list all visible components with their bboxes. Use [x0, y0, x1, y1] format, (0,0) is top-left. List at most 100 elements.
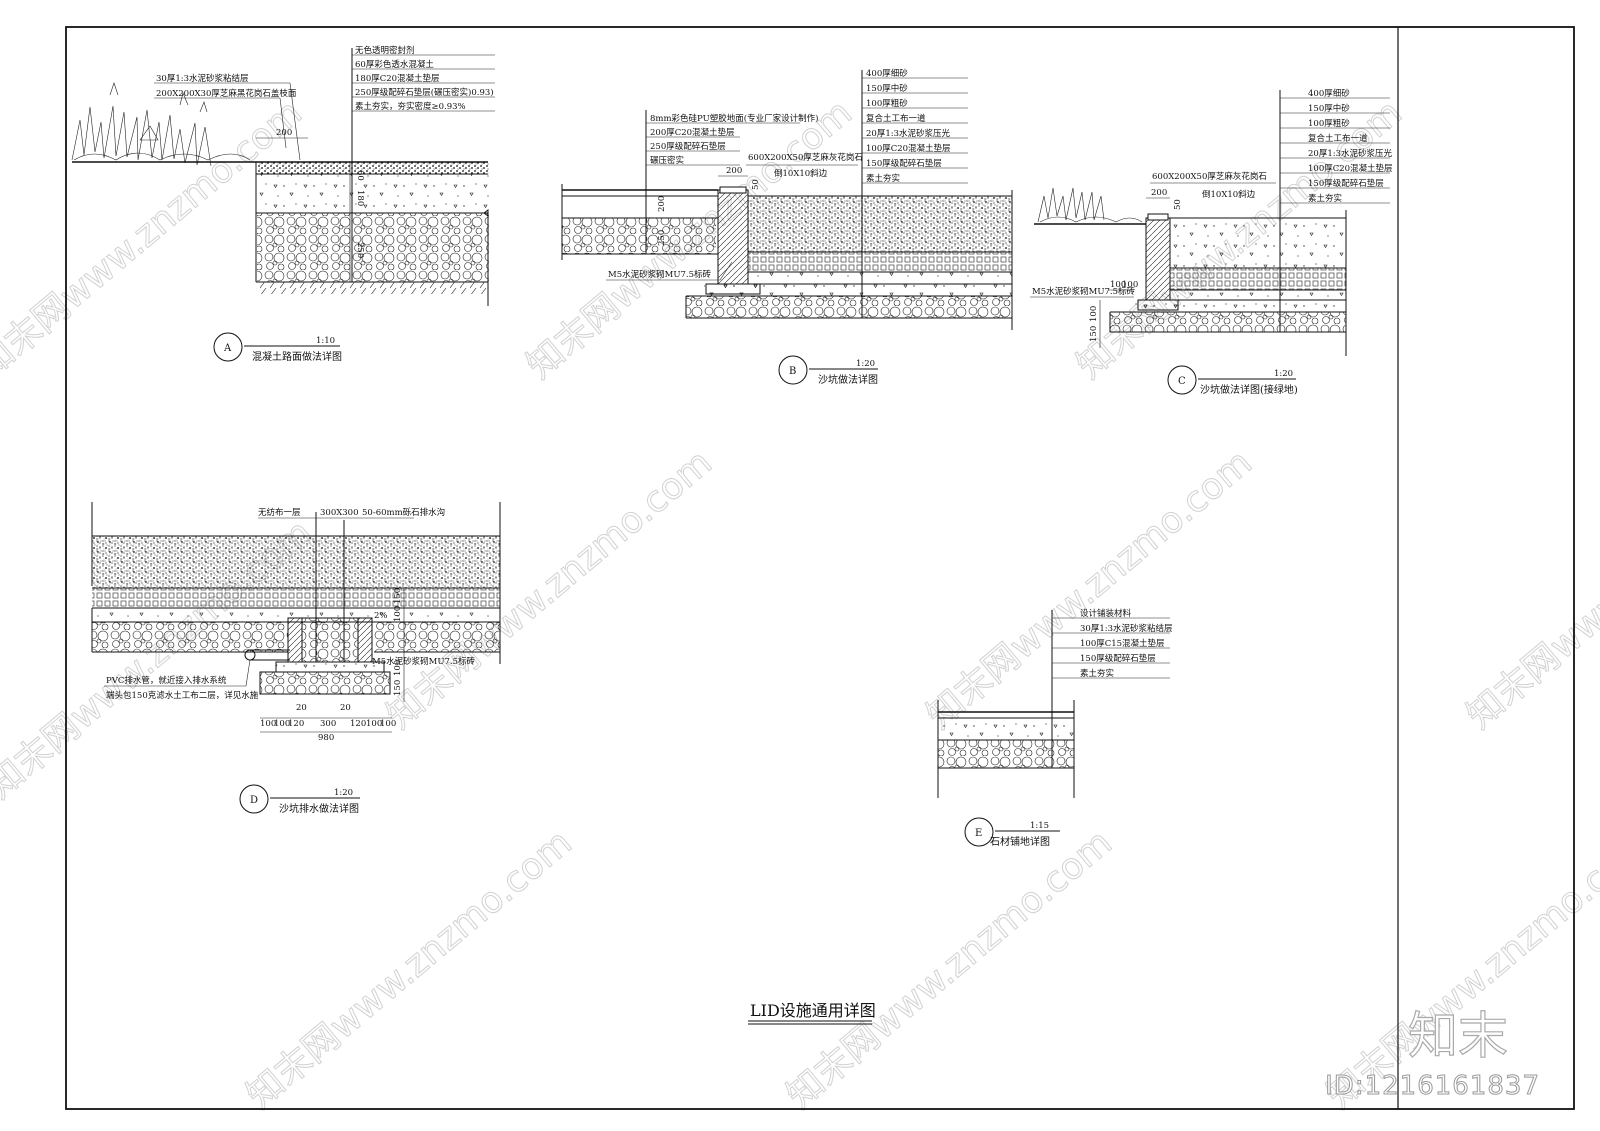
layer-label: 素土夯实: [1080, 668, 1114, 679]
slope-label: 2%: [374, 611, 388, 621]
dim-label: 980: [318, 733, 334, 743]
marker-letter: B: [789, 366, 796, 377]
dim-label: 50: [1173, 199, 1183, 210]
layer-label: 150厚级配碎石垫层: [1080, 653, 1156, 664]
detail-scale: 1:20: [334, 788, 353, 798]
detail-marker: [778, 355, 808, 385]
layer-label: 素土夯实: [866, 173, 900, 184]
layer-label: 400厚细砂: [1308, 88, 1350, 99]
layer-label: 180厚C20混凝土垫层: [355, 73, 440, 84]
layer-label: 素土夯实: [1308, 193, 1342, 204]
layer-label: 20厚1:3水泥砂浆压光: [866, 128, 950, 139]
curb-note: 600X200X50厚芝麻灰花岗石: [1152, 171, 1267, 182]
layer-label: 60厚彩色透水混凝土: [355, 59, 434, 70]
chamfer-note: 倒10X10斜边: [774, 168, 828, 179]
shrub-icon: [71, 82, 251, 167]
detail-scale: 1:20: [856, 359, 875, 369]
dim-label: 100: [1089, 306, 1099, 322]
dim-label: 20: [340, 703, 351, 713]
dim-label: 100: [366, 719, 382, 729]
dim-label: 20: [296, 703, 307, 713]
dim-label: 200: [726, 166, 742, 176]
layer-label: 100厚C20混凝土垫层: [1308, 163, 1393, 174]
dim-label: 300: [320, 719, 336, 729]
layer-label: 150厚级配碎石垫层: [866, 158, 942, 169]
dim-label: 250: [657, 230, 667, 246]
layer-label: 素土夯实，夯实密度≥0.93%: [355, 101, 466, 112]
pipe-note: PVC排水管，就近接入排水系统: [106, 675, 227, 686]
brick-note: M5水泥砂浆砌MU7.5标砖: [608, 269, 711, 280]
dim-label: 60: [355, 170, 365, 181]
layer-label: 复合土工布一道: [1308, 133, 1368, 144]
detail-c-layer-labels: 400厚细砂 150厚中砂 100厚粗砂 复合土工布一道 20厚1:3水泥砂浆压…: [1280, 88, 1393, 204]
dim-label: 100: [1110, 280, 1126, 290]
detail-caption: 沙坑做法详图: [818, 373, 878, 386]
shrub-icon: [1037, 187, 1143, 223]
detail-e: 设计铺装材料 30厚1:3水泥砂浆粘结层 100厚C15混凝土垫层 150厚级配…: [937, 608, 1173, 848]
marker-letter: A: [223, 343, 232, 354]
dim-label: 100: [274, 719, 290, 729]
dim-label: 100: [380, 719, 396, 729]
detail-caption: 混凝土路面做法详图: [252, 350, 342, 363]
brand-watermark: 知末: [1407, 1006, 1508, 1065]
dim-label: 100: [393, 606, 403, 622]
left-note: 200厚C20混凝土垫层: [650, 127, 735, 138]
id-watermark: ID:1216161837: [1325, 1071, 1540, 1102]
layer-label: 复合土工布一道: [866, 113, 926, 124]
detail-scale: 1:15: [1030, 821, 1049, 831]
detail-b-layer-labels: 400厚细砂 150厚中砂 100厚粗砂 复合土工布一道 20厚1:3水泥砂浆压…: [862, 68, 968, 184]
dim-label: 150: [393, 680, 403, 696]
dim-label: 200: [276, 128, 292, 138]
left-note: 8mm彩色硅PU塑胶地面(专业厂家设计制作): [650, 113, 818, 124]
detail-marker: [964, 817, 994, 847]
marker-letter: C: [1178, 376, 1186, 387]
layer-label: 100厚C20混凝土垫层: [866, 143, 951, 154]
svg-text:知末网www.znzmo.com: 知末网www.znzmo.com: [779, 822, 1119, 1117]
marker-letter: D: [250, 795, 258, 806]
left-note: 碾压密实: [650, 155, 684, 166]
detail-a: 无色透明密封剂 60厚彩色透水混凝土 180厚C20混凝土垫层 250厚级配碎石…: [71, 45, 495, 363]
detail-marker: [1167, 365, 1197, 395]
detail-caption: 石材铺地详图: [990, 835, 1050, 848]
layer-label: 20厚1:3水泥砂浆压光: [1308, 148, 1392, 159]
layer-label: 设计铺装材料: [1080, 608, 1132, 619]
layer-label: 150厚中砂: [1308, 103, 1350, 114]
detail-marker: [239, 784, 269, 814]
detail-scale: 1:20: [1274, 369, 1293, 379]
dim-label: 200: [657, 196, 667, 212]
top-note: 50-60mm砾石排水沟: [362, 507, 445, 518]
dim-label: 100: [260, 719, 276, 729]
pipe-note: 端头包150克滤水土工布二层，详见水施: [106, 690, 259, 701]
layer-label: 250厚级配碎石垫层(碾压密实)0.93): [355, 87, 494, 98]
layer-label: 150厚级配碎石垫层: [1308, 178, 1384, 189]
brick-note: M5水泥砂浆砌MU7.5标砖: [1032, 286, 1135, 297]
dim-label: 150: [393, 588, 403, 604]
detail-caption: 沙坑做法详图(接绿地): [1200, 383, 1298, 396]
svg-text:知末网www.znzmo.com: 知末网www.znzmo.com: [239, 822, 579, 1117]
detail-a-layer-labels: 无色透明密封剂 60厚彩色透水混凝土 180厚C20混凝土垫层 250厚级配碎石…: [355, 45, 494, 112]
layer-label: 150厚中砂: [866, 83, 908, 94]
detail-d: 2% 无纺布一层 300X300 50-60mm砾石排水沟 150 100 15…: [91, 502, 501, 815]
dim-label: 180: [355, 190, 365, 206]
layer-label: 100厚粗砂: [1308, 118, 1350, 129]
dim-label: 50: [751, 179, 761, 190]
layer-label: 100厚粗砂: [866, 98, 908, 109]
dim-label: 100: [1122, 280, 1138, 290]
detail-e-layer-labels: 设计铺装材料 30厚1:3水泥砂浆粘结层 100厚C15混凝土垫层 150厚级配…: [1052, 608, 1173, 679]
layer-label: 400厚细砂: [866, 68, 908, 79]
detail-c: 400厚细砂 150厚中砂 100厚粗砂 复合土工布一道 20厚1:3水泥砂浆压…: [1030, 88, 1393, 396]
layer-label: 100厚C15混凝土垫层: [1080, 638, 1165, 649]
layer-label: 30厚1:3水泥砂浆粘结层: [1080, 623, 1173, 634]
detail-scale: 1:10: [316, 336, 335, 346]
sheet-title: LID设施通用详图: [750, 1001, 876, 1020]
curb-note: 600X200X50厚芝麻灰花岗石: [748, 152, 863, 163]
sheet-border: [65, 26, 1575, 1110]
dim-label: 250: [355, 242, 365, 258]
svg-text:知末网www.znzmo.com: 知末网www.znzmo.com: [1459, 442, 1600, 737]
top-note: 300X300: [320, 508, 359, 518]
layer-label: 无色透明密封剂: [355, 45, 415, 56]
chamfer-note: 倒10X10斜边: [1202, 189, 1256, 200]
svg-text:知末网www.znzmo.com: 知末网www.znzmo.com: [919, 442, 1259, 737]
detail-caption: 沙坑排水做法详图: [279, 802, 359, 815]
